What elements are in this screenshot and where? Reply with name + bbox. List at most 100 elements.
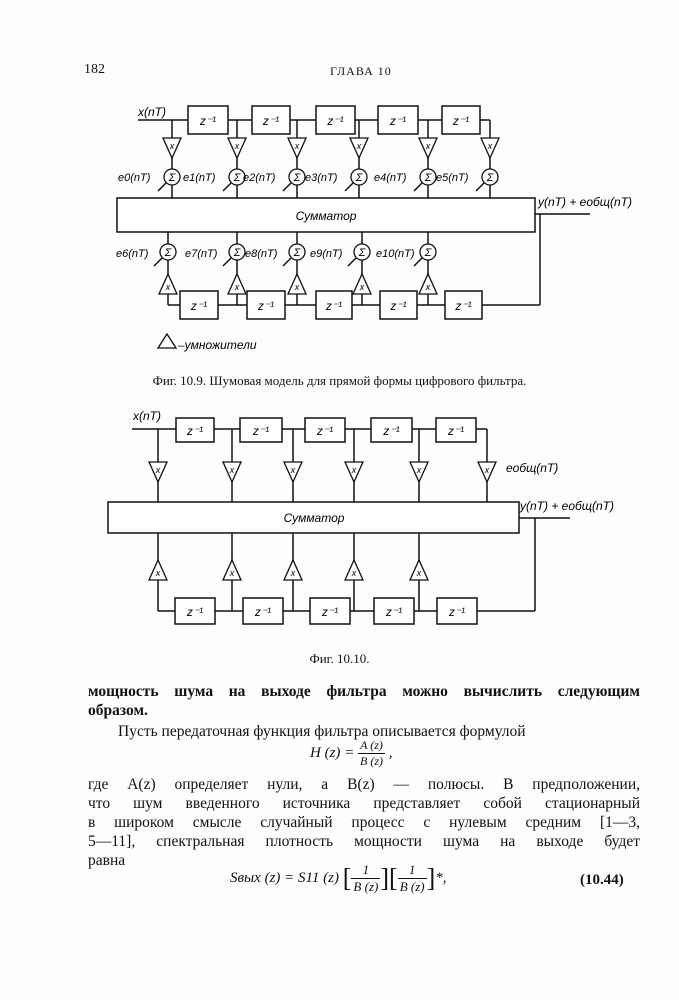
delay-label: z⁻¹	[252, 424, 269, 438]
sigma-label: Σ	[424, 247, 432, 259]
delay-label: z⁻¹	[389, 299, 406, 313]
sigma-label: Σ	[424, 172, 432, 184]
delay-box	[179, 290, 219, 320]
adder-icon	[288, 168, 306, 186]
multiplier-icon	[343, 461, 365, 484]
noise-source-label: e9(nT)	[310, 248, 343, 260]
delay-box	[373, 597, 415, 625]
eq-fraction: A (z)B (z)	[358, 738, 386, 769]
delay-label: z⁻¹	[257, 299, 274, 313]
multiplier-label: x	[351, 465, 357, 475]
multiplier-label: x	[356, 141, 362, 151]
multiplier-icon	[417, 137, 439, 160]
delay-box	[379, 290, 418, 320]
signal-line	[413, 182, 423, 192]
multiplier-icon	[282, 461, 304, 484]
multiplier-label: x	[416, 465, 422, 475]
delay-box	[435, 417, 477, 443]
delay-box	[444, 290, 483, 320]
text-line: 5—11], спектральная плотность мощности ш…	[88, 833, 640, 850]
eq-lhs: H (z) =	[310, 744, 355, 761]
signal-line	[222, 257, 232, 267]
multiplier-icon	[417, 272, 439, 295]
multiplier-label: x	[359, 282, 365, 292]
text-line: что шум введенного источника представляе…	[88, 795, 640, 812]
multiplier-icon	[221, 558, 243, 581]
text-line: равна	[88, 852, 126, 869]
signal-line	[282, 257, 292, 267]
delay-box	[246, 290, 286, 320]
multiplier-icon	[408, 461, 430, 484]
paragraph-3: где A(z) определяет нули, а B(z) — полюс…	[88, 775, 640, 870]
adder-icon	[288, 243, 306, 261]
adder-icon	[353, 243, 371, 261]
multiplier-legend-icon	[156, 332, 178, 349]
delay-label: z⁻¹	[262, 114, 279, 128]
eq-end: ,	[388, 744, 393, 761]
sigma-label: Σ	[293, 172, 301, 184]
eq-numerator: 1	[351, 862, 381, 879]
sigma-label: Σ	[355, 172, 363, 184]
signal-line	[282, 182, 292, 192]
noise-source-label: e7(nT)	[185, 248, 218, 260]
noise-source-label: e6(nT)	[116, 248, 149, 260]
delay-box	[304, 417, 346, 443]
adder-icon	[350, 168, 368, 186]
noise-source-label: e1(nT)	[183, 172, 216, 184]
eq-denominator: B (z)	[353, 879, 379, 894]
noise-source-label: e5(nT)	[436, 172, 469, 184]
multiplier-icon	[479, 137, 501, 160]
legend-label: –умножители	[177, 338, 257, 352]
text-line: где A(z) определяет нули, а B(z) — полюс…	[88, 776, 640, 793]
text-line: образом.	[88, 702, 148, 719]
delay-label: z⁻¹	[316, 424, 333, 438]
sigma-label: Σ	[358, 247, 366, 259]
summator-label: Сумматор	[296, 209, 357, 223]
signal-line	[157, 182, 167, 192]
multiplier-label: x	[294, 141, 300, 151]
adder-icon	[419, 168, 437, 186]
page-number: 182	[84, 62, 105, 77]
equation-number: (10.44)	[580, 872, 624, 888]
multiplier-icon	[147, 461, 169, 484]
adder-icon	[163, 168, 181, 186]
output-label: y(nT) + eобщ(nT)	[537, 195, 632, 209]
multiplier-label: x	[294, 282, 300, 292]
sigma-label: Σ	[233, 247, 241, 259]
delay-box	[175, 417, 215, 443]
multiplier-label: x	[425, 141, 431, 151]
delay-box	[315, 105, 356, 135]
multiplier-label: x	[165, 282, 171, 292]
delay-box	[174, 597, 216, 625]
noise-source-label: e8(nT)	[245, 248, 278, 260]
delay-box	[309, 597, 351, 625]
eq-lhs: Sвых (z) = S11 (z)	[230, 869, 339, 886]
signal-line	[153, 257, 163, 267]
summator-box	[107, 501, 520, 534]
delay-label: z⁻¹	[325, 299, 342, 313]
multiplier-icon	[282, 558, 304, 581]
multiplier-icon	[408, 558, 430, 581]
delay-label: z⁻¹	[190, 299, 207, 313]
multiplier-label: x	[229, 465, 235, 475]
delay-label: z⁻¹	[389, 114, 406, 128]
delay-box	[239, 417, 283, 443]
delay-label: z⁻¹	[454, 299, 471, 313]
multiplier-icon	[147, 558, 169, 581]
multiplier-icon	[348, 137, 370, 160]
multiplier-icon	[161, 137, 183, 160]
text-line: в широком смысле случайный процесс с нул…	[88, 814, 640, 831]
noise-source-label: e3(nT)	[305, 172, 338, 184]
multiplier-label: x	[155, 465, 161, 475]
equation-h: H (z) = A (z)B (z) ,	[310, 738, 393, 769]
chapter-header: ГЛАВА 10	[330, 64, 392, 78]
adder-icon	[419, 243, 437, 261]
delay-label: z⁻¹	[452, 114, 469, 128]
signal-line	[413, 257, 423, 267]
multiplier-label: x	[416, 568, 422, 578]
